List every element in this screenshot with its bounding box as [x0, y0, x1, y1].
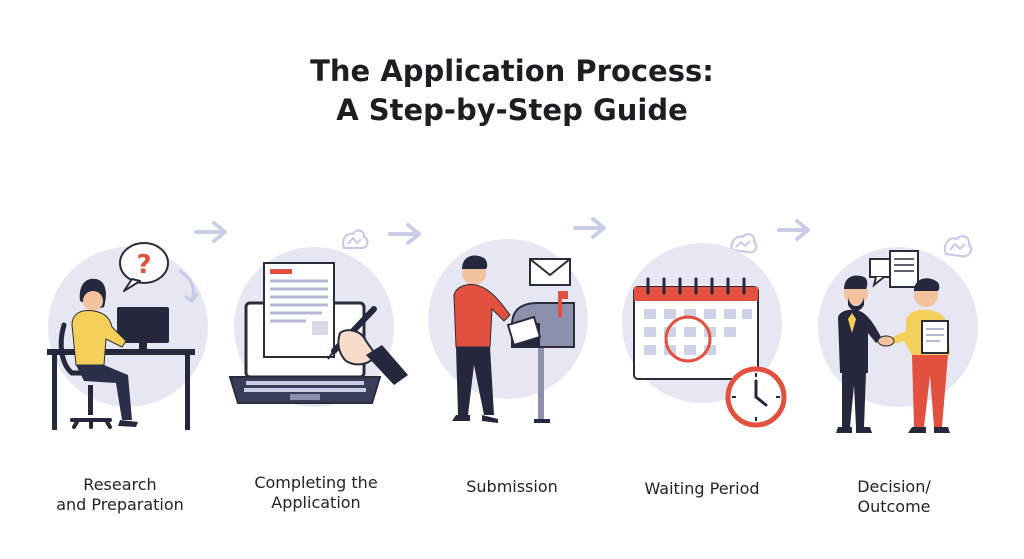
title-line-1: The Application Process: — [310, 54, 714, 88]
page-title: The Application Process: A Step-by-Step … — [0, 52, 1024, 130]
handshake-icon — [818, 247, 978, 433]
question-mark: ? — [136, 250, 151, 280]
step-arrow-icon — [194, 221, 227, 243]
research-person-computer-icon: ? — [47, 242, 208, 430]
step-label: Waiting Period — [644, 479, 760, 498]
doodle-icon — [943, 235, 973, 258]
title-line-2: A Step-by-Step Guide — [336, 93, 688, 127]
step-waiting-period: Waiting Period — [602, 215, 802, 515]
step-submission: Submission — [412, 215, 612, 515]
laptop-document-pen-icon — [228, 247, 408, 407]
step-label: Research and Preparation — [56, 475, 184, 514]
person-mailbox-icon — [428, 239, 588, 423]
step-arrow-icon — [573, 217, 606, 239]
step-label: Completing the Application — [254, 473, 378, 512]
doodle-icon — [730, 233, 758, 254]
step-arrow-icon — [777, 219, 810, 241]
calendar-clock-icon — [622, 243, 787, 428]
step-completing-application: Completing the Application — [216, 215, 416, 515]
step-arrow-icon — [388, 223, 421, 245]
step-label: Decision/ Outcome — [857, 477, 931, 516]
step-decision-outcome: Decision/ Outcome — [794, 215, 994, 516]
step-research: ? Research and Preparation — [20, 215, 220, 515]
step-label: Submission — [466, 477, 558, 496]
doodle-icon — [342, 229, 369, 250]
